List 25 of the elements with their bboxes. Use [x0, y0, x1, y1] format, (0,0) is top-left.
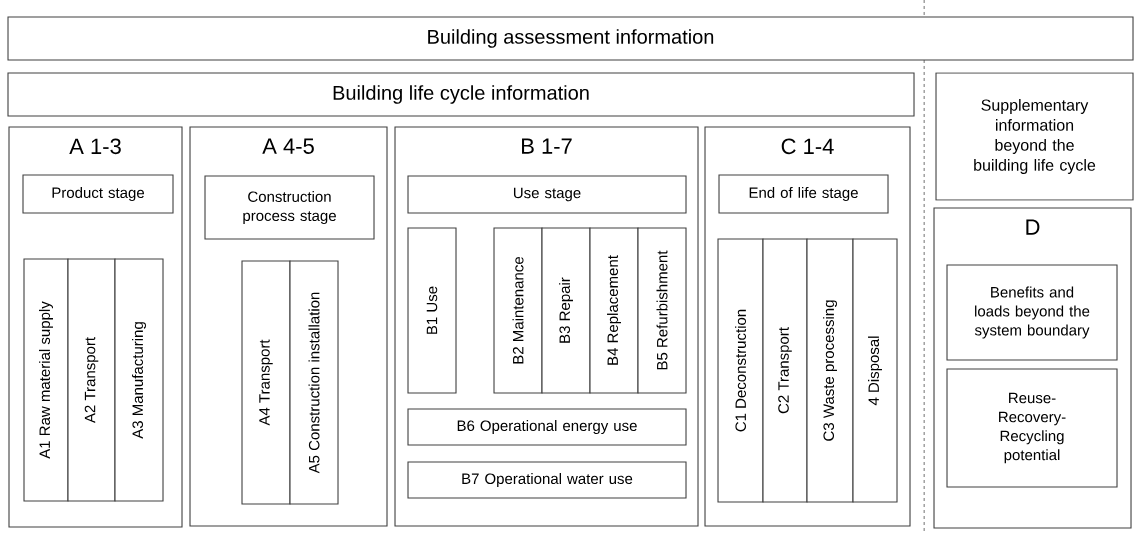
module-box: A4 Transport: [241, 260, 291, 505]
module-box: A5 Construction installation: [289, 260, 339, 505]
stage-box: Construction process stage: [204, 175, 375, 240]
module-box: B3 Repair: [541, 227, 591, 394]
header-box: Building assessment information: [7, 16, 1134, 61]
stage-box: End of life stage: [718, 174, 889, 214]
module-box: C2 Transport: [762, 238, 808, 503]
stage-box: B7 Operational water use: [407, 461, 687, 499]
stage-box: B6 Operational energy use: [407, 408, 687, 446]
module-box: C1 Deconstruction: [717, 238, 764, 503]
header-box: Building life cycle information: [7, 72, 915, 117]
module-box: B2 Maintenance: [493, 227, 543, 394]
module-box: A3 Manufacturing: [114, 258, 164, 502]
module-box: A1 Raw material supply: [23, 258, 69, 502]
stage-box: Use stage: [407, 175, 687, 214]
stage-box: Benefits and loads beyond the system boundary: [946, 264, 1118, 361]
module-box: B5 Refurbishment: [637, 227, 687, 394]
module-box: B4 Replacement: [589, 227, 639, 394]
module-box: A2 Transport: [67, 258, 116, 502]
module-box: B1 Use: [407, 227, 457, 394]
stage-box: Product stage: [22, 174, 174, 214]
stage-box: Reuse- Recovery- Recycling potential: [946, 368, 1118, 488]
module-box: 4 Disposal: [852, 238, 898, 503]
stage-box: Supplementary information beyond the building life cycle: [935, 72, 1134, 201]
module-box: C3 Waste processing: [806, 238, 854, 503]
